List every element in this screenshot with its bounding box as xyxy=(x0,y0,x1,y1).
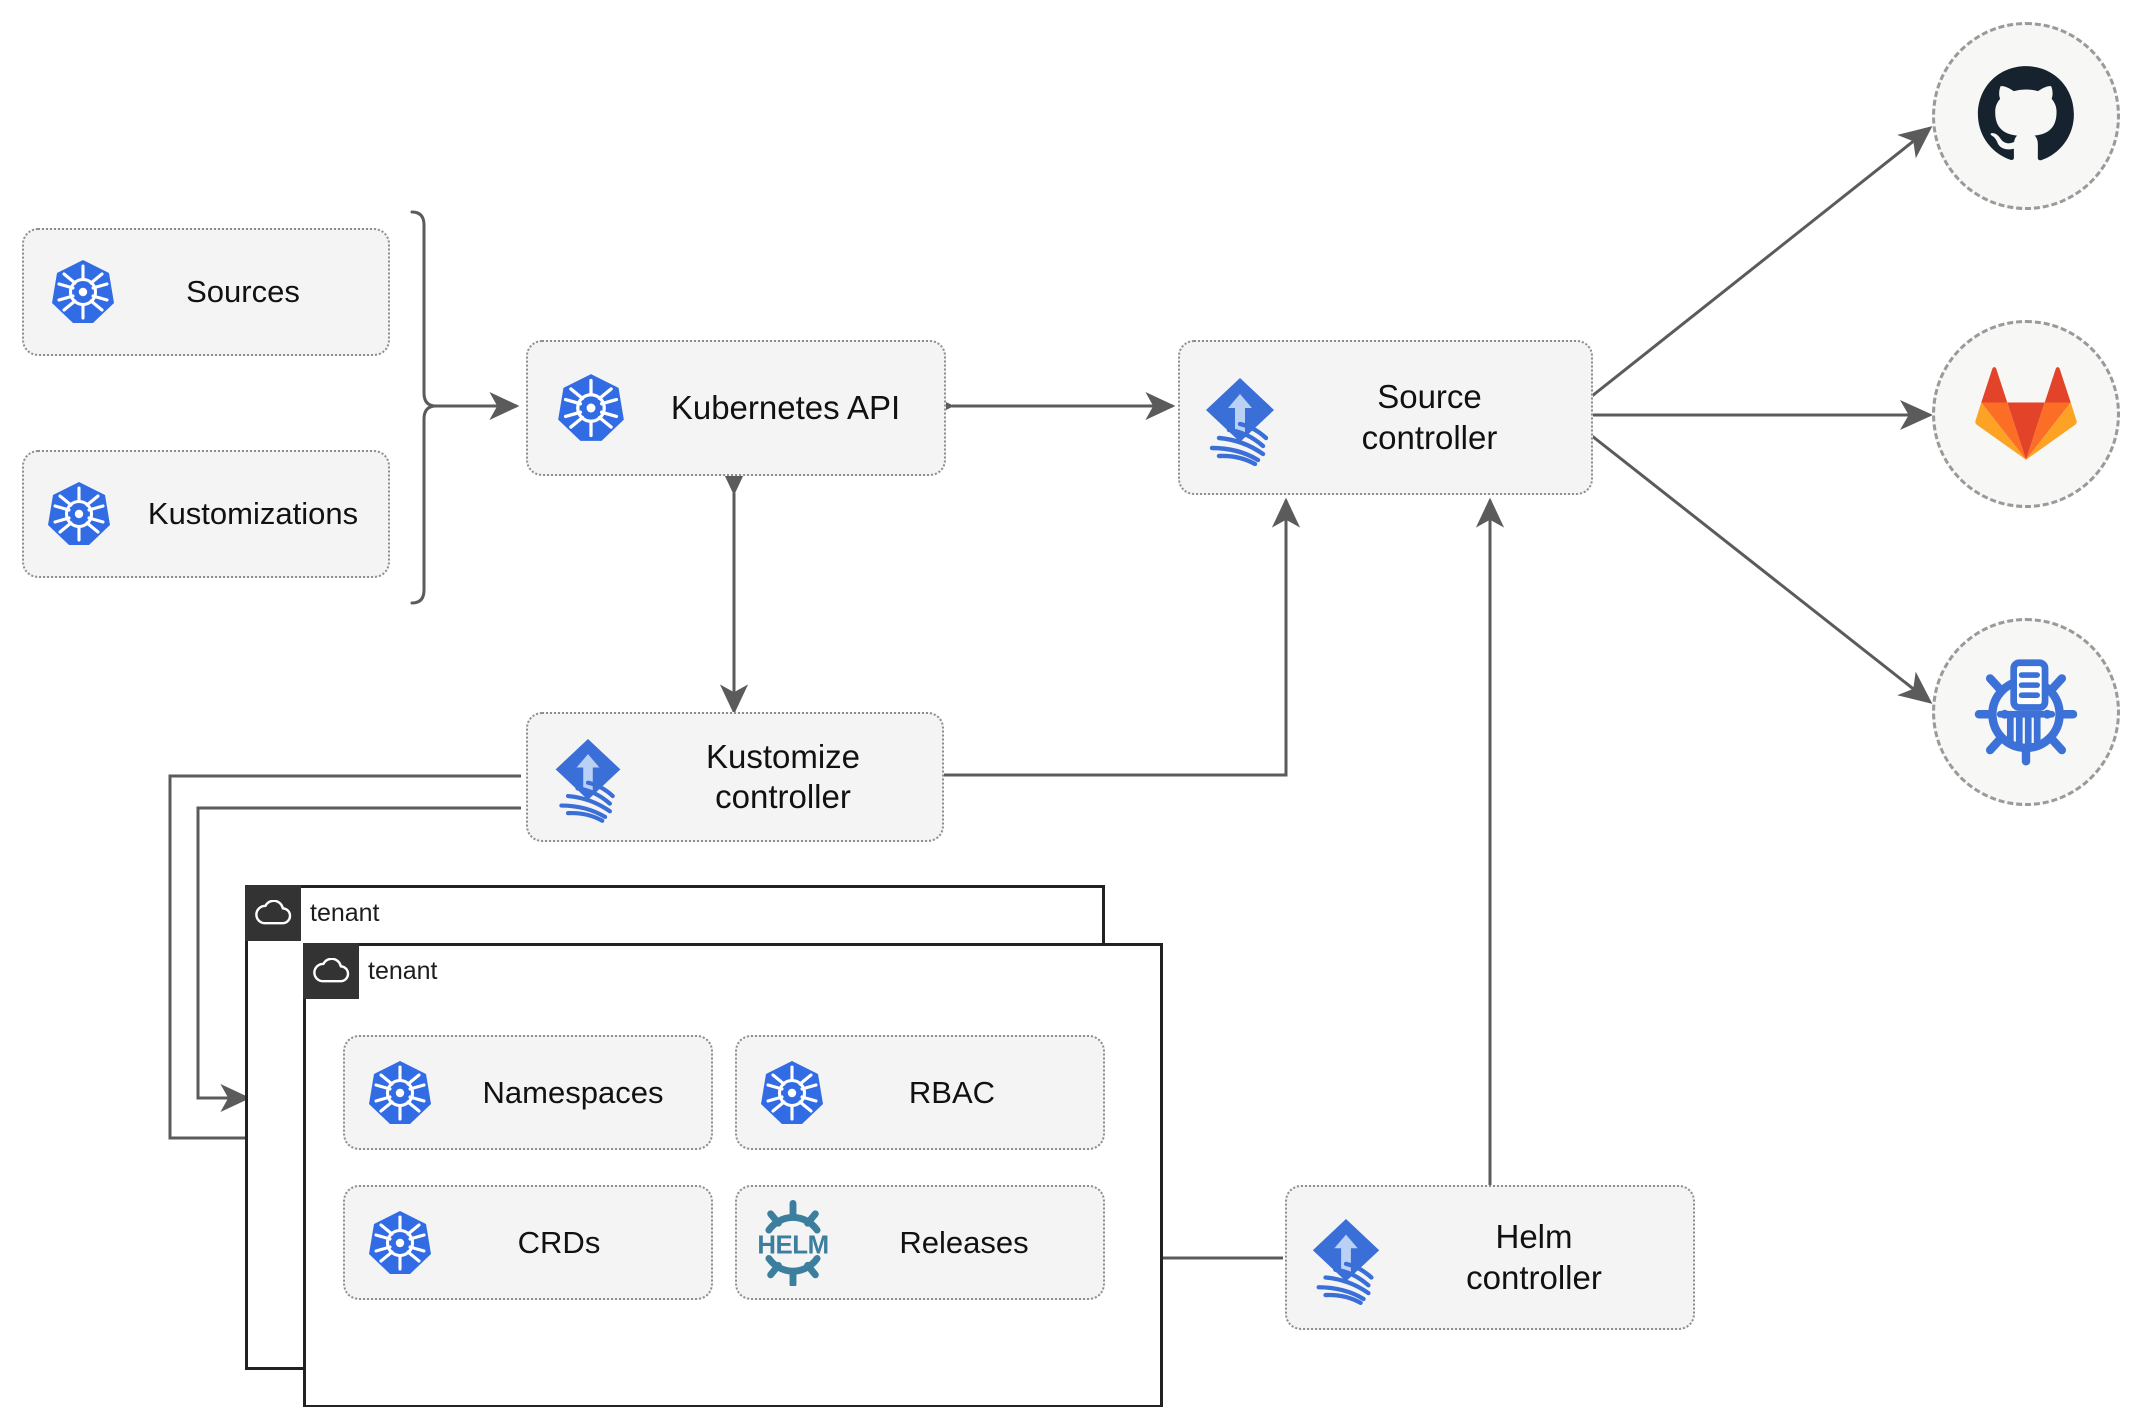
flux-icon xyxy=(1180,370,1300,466)
resource-sources-label: Sources xyxy=(186,274,300,310)
gitlab-icon xyxy=(1975,367,2077,460)
tenant-resource-releases-label: Releases xyxy=(899,1224,1029,1260)
flux-icon xyxy=(528,731,648,823)
kubernetes-icon xyxy=(528,372,653,444)
tenant-resource-crds[interactable]: CRDs xyxy=(343,1185,713,1300)
node-kubernetes-api[interactable]: Kubernetes API xyxy=(526,340,946,476)
tenant-container-inner[interactable]: tenant xyxy=(303,943,1163,1407)
resource-kustomizations-label: Kustomizations xyxy=(147,496,359,532)
svg-text:HELM: HELM xyxy=(757,1231,828,1259)
flux-icon xyxy=(1287,1211,1405,1305)
kubernetes-icon xyxy=(345,1059,455,1127)
tenant-label-inner: tenant xyxy=(368,956,438,985)
kubernetes-icon xyxy=(345,1209,455,1277)
node-helm-controller-label: Helm controller xyxy=(1466,1218,1602,1296)
helm-repo-icon xyxy=(1974,659,2078,766)
tenant-resource-namespaces-label: Namespaces xyxy=(482,1074,664,1110)
resource-sources[interactable]: Sources xyxy=(22,228,390,356)
node-source-controller-label: Source controller xyxy=(1361,378,1498,456)
tenant-resource-crds-label: CRDs xyxy=(517,1224,601,1260)
tenant-resource-namespaces[interactable]: Namespaces xyxy=(343,1035,713,1150)
github-icon xyxy=(1977,66,2074,161)
endpoint-gitlab[interactable] xyxy=(1932,320,2120,508)
kubernetes-icon xyxy=(24,480,134,548)
tenant-resource-releases[interactable]: HELM Releases xyxy=(735,1185,1105,1300)
resource-kustomizations[interactable]: Kustomizations xyxy=(22,450,390,578)
endpoint-helm-repo[interactable] xyxy=(1932,618,2120,806)
node-helm-controller[interactable]: Helm controller xyxy=(1285,1185,1695,1330)
kubernetes-icon xyxy=(24,258,142,326)
tenant-resource-rbac-label: RBAC xyxy=(908,1074,996,1110)
helm-icon: HELM xyxy=(737,1199,849,1286)
kubernetes-icon xyxy=(737,1059,847,1127)
node-source-controller[interactable]: Source controller xyxy=(1178,340,1593,495)
cloud-icon xyxy=(245,885,301,941)
cloud-icon xyxy=(303,943,359,999)
node-kubernetes-api-label: Kubernetes API xyxy=(670,388,901,426)
endpoint-github[interactable] xyxy=(1932,22,2120,210)
tenant-label-outer: tenant xyxy=(310,898,380,927)
tenant-resource-rbac[interactable]: RBAC xyxy=(735,1035,1105,1150)
node-kustomize-controller-label: Kustomize controller xyxy=(705,737,861,815)
node-kustomize-controller[interactable]: Kustomize controller xyxy=(526,712,944,842)
